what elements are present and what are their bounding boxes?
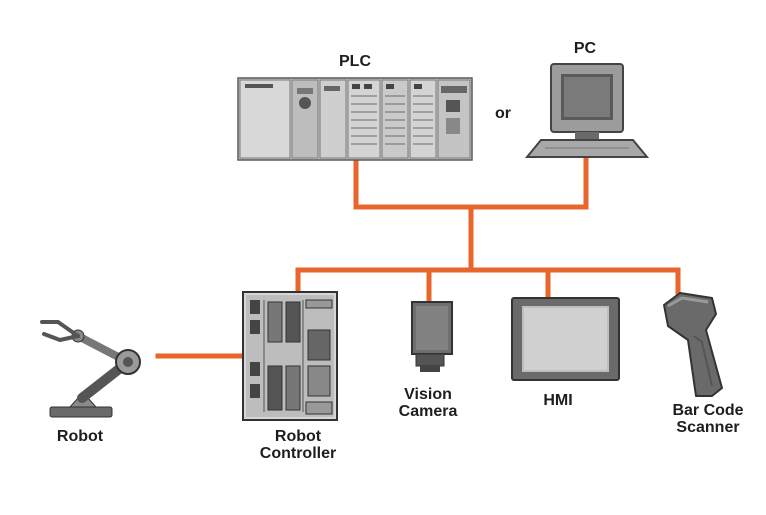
vision-camera-label-line2: Camera [398, 403, 458, 420]
network-cables [155, 154, 681, 359]
robot-controller-label-line1: Robot [274, 428, 322, 445]
pc-label: PC [573, 40, 597, 57]
plc-icon [237, 77, 473, 161]
barcode-scanner-icon [663, 292, 723, 397]
scanner-label-line2: Scanner [676, 419, 740, 436]
or-label: or [495, 105, 511, 122]
robot-arm-icon [40, 320, 141, 418]
robot-controller-icon [242, 291, 338, 421]
vision-camera-icon [411, 301, 453, 372]
plc-label: PLC [339, 53, 371, 70]
robot-label: Robot [56, 428, 104, 445]
robot-controller-label-line2: Controller [259, 445, 337, 462]
hmi-icon [511, 297, 620, 381]
scanner-label-line1: Bar Code [672, 402, 744, 419]
vision-camera-label-line1: Vision [404, 386, 452, 403]
pc-icon [524, 63, 650, 158]
hmi-label: HMI [543, 392, 573, 409]
